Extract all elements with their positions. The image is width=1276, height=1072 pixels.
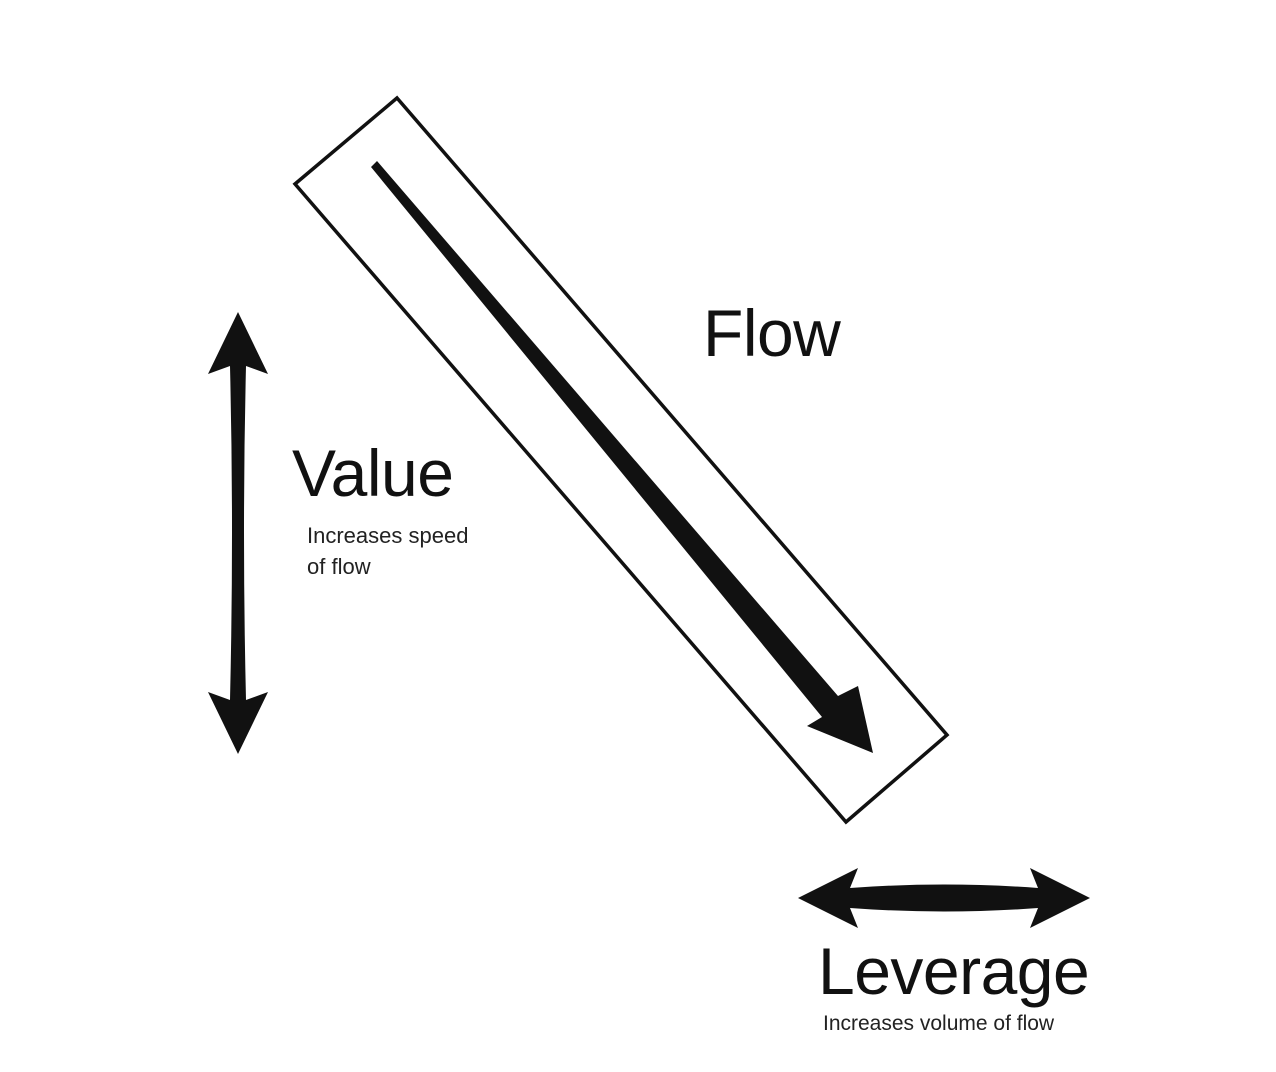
leverage-description: Increases volume of flow	[823, 1012, 1055, 1035]
value-description-line1: Increases speed	[307, 523, 469, 548]
leverage-arrow	[798, 868, 1090, 928]
value-label: Value	[292, 436, 454, 510]
flow-label: Flow	[703, 296, 841, 370]
value-arrow	[208, 312, 268, 754]
value-description-line2: of flow	[307, 554, 371, 579]
flow-arrow	[371, 161, 873, 753]
value-description: Increases speed of flow	[307, 520, 468, 582]
flow-channel	[292, 95, 950, 825]
leverage-label: Leverage	[818, 934, 1090, 1008]
